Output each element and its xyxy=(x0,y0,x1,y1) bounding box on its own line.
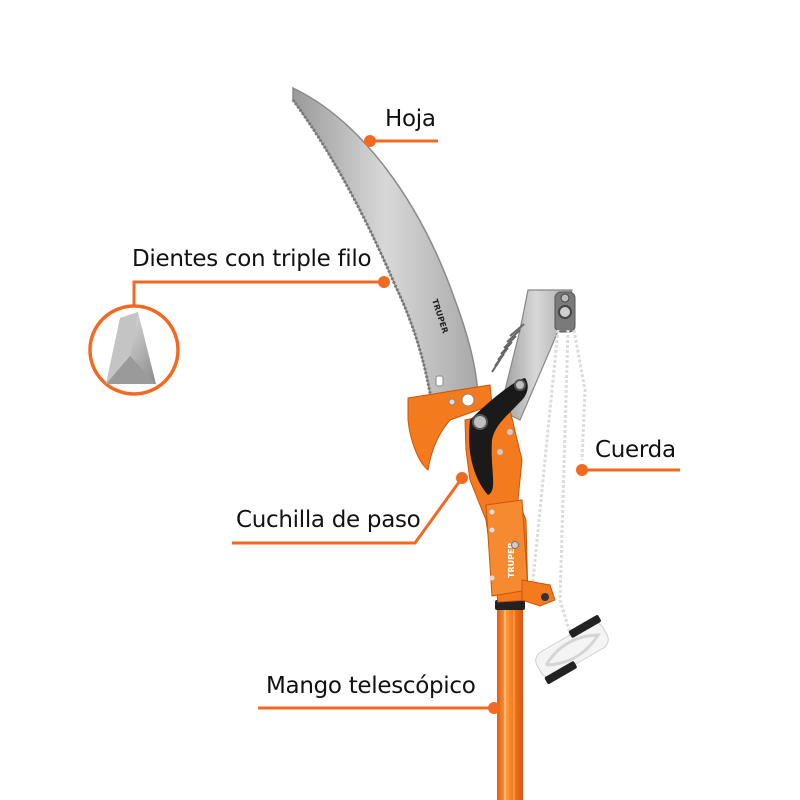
callout-label-dientes: Dientes con triple filo xyxy=(132,246,372,272)
callout-label-cuerda: Cuerda xyxy=(595,437,676,463)
callout-label-cuchilla: Cuchilla de paso xyxy=(236,507,421,533)
rope xyxy=(530,329,587,641)
callout-lines xyxy=(132,139,680,710)
pruner-head: TRUPER xyxy=(407,378,556,607)
triple-edge-tooth-icon xyxy=(88,304,180,396)
callout-dots xyxy=(364,135,588,714)
callout-label-mango: Mango telescópico xyxy=(266,673,476,699)
saw-blade: TRUPER xyxy=(291,86,479,406)
brand-mark-body: TRUPER xyxy=(507,542,516,578)
telescopic-pole xyxy=(495,600,525,800)
callout-label-hoja: Hoja xyxy=(385,106,436,132)
rope-grip xyxy=(535,615,609,684)
